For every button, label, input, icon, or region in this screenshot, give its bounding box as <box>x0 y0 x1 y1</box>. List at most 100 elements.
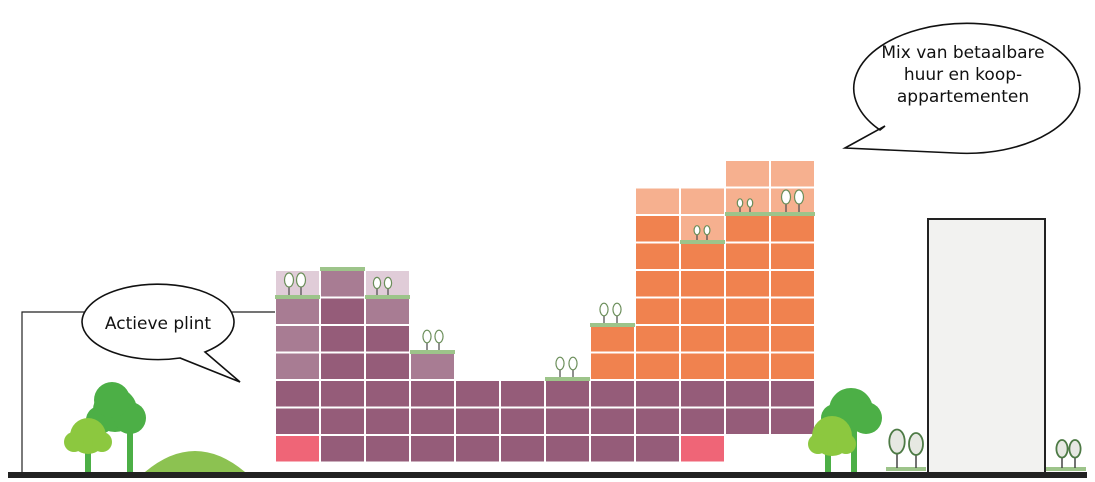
tree-crown <box>422 329 432 344</box>
tree-trunk <box>127 420 133 472</box>
unit-block-plinth-dark <box>454 379 501 409</box>
tree-trunk <box>85 440 91 472</box>
unit-block-plinth-dark <box>724 406 771 436</box>
unit-block-plinth-dark <box>769 406 816 436</box>
unit-block-plinth-dark <box>274 406 321 436</box>
tree-crown <box>908 432 924 456</box>
small-tree-icon <box>295 272 307 295</box>
unit-block-orange <box>769 214 816 244</box>
unit-block-orange <box>679 241 726 271</box>
small-tree-icon <box>746 198 754 212</box>
small-tree-icon <box>1068 439 1082 468</box>
small-tree-icon <box>612 302 622 323</box>
unit-block-plinth-dark <box>319 351 366 381</box>
unit-block-plinth-dark <box>679 406 726 436</box>
unit-block-plinth-dark <box>544 434 591 464</box>
small-tree-icon <box>908 432 924 468</box>
unit-block-orange <box>634 214 681 244</box>
unit-block-active-pink <box>679 434 726 464</box>
unit-block-orange <box>724 269 771 299</box>
unit-block-orange <box>679 324 726 354</box>
unit-block-plinth-dark <box>454 434 501 464</box>
unit-block-plinth-dark <box>319 434 366 464</box>
unit-block-light-orange <box>769 159 816 189</box>
grass-hill-icon <box>145 451 245 472</box>
green-roof <box>320 267 365 271</box>
unit-block-orange <box>724 296 771 326</box>
tree-crown <box>283 272 295 288</box>
unit-block-orange <box>634 296 681 326</box>
unit-block-plinth-dark <box>319 324 366 354</box>
tree-crown <box>703 225 711 236</box>
unit-block-active-pink <box>274 434 321 464</box>
small-tree-icon <box>793 189 805 212</box>
unit-block-orange <box>769 296 816 326</box>
small-tree-icon <box>780 189 792 212</box>
green-roof <box>725 212 815 216</box>
tree-crown <box>746 198 754 208</box>
small-tree-icon <box>372 276 382 295</box>
unit-block-plinth-dark <box>544 379 591 409</box>
tree-crown <box>888 428 906 455</box>
unit-block-orange <box>589 324 636 354</box>
unit-block-plinth-dark <box>724 379 771 409</box>
unit-block-orange <box>679 269 726 299</box>
unit-block-tower-light-purple <box>409 351 456 381</box>
tree-crown <box>780 189 792 205</box>
unit-block-light-orange <box>724 159 771 189</box>
unit-block-plinth-dark <box>409 406 456 436</box>
small-tree-icon <box>383 276 393 295</box>
tree-crown <box>808 434 828 454</box>
tree-crown <box>836 434 856 454</box>
green-strip <box>1046 467 1086 471</box>
small-tree-icon <box>422 329 432 350</box>
unit-block-light-orange <box>634 186 681 216</box>
unit-block-orange <box>769 351 816 381</box>
green-roof <box>410 350 455 354</box>
unit-block-plinth-dark <box>634 406 681 436</box>
unit-block-tower-light-purple <box>274 351 321 381</box>
tree-crown <box>736 198 744 208</box>
unit-block-plinth-dark <box>409 379 456 409</box>
neighbour-building <box>927 218 1046 475</box>
unit-block-plinth-dark <box>364 379 411 409</box>
tree-icon <box>64 418 112 472</box>
unit-block-orange <box>679 296 726 326</box>
small-tree-icon <box>599 302 609 323</box>
unit-block-orange <box>634 269 681 299</box>
unit-block-plinth-dark <box>589 434 636 464</box>
unit-block-plinth-dark <box>499 406 546 436</box>
unit-block-plinth-dark <box>634 379 681 409</box>
tree-crown <box>793 189 805 205</box>
tree-crown <box>693 225 701 236</box>
unit-block-plinth-dark <box>319 406 366 436</box>
tree-crown <box>599 302 609 317</box>
unit-block-plinth-dark <box>499 379 546 409</box>
unit-block-orange <box>634 241 681 271</box>
green-roof <box>365 295 410 299</box>
tree-crown <box>295 272 307 288</box>
small-tree-icon <box>283 272 295 295</box>
tree-crown <box>555 356 565 371</box>
small-tree-icon <box>888 428 906 468</box>
tree-icon <box>86 382 146 472</box>
green-roof <box>680 240 725 244</box>
unit-block-plinth-dark <box>364 434 411 464</box>
unit-block-orange <box>769 324 816 354</box>
tree-crown <box>94 382 130 418</box>
unit-block-tower-light-purple <box>319 269 366 299</box>
unit-block-orange <box>724 214 771 244</box>
green-roof <box>275 295 320 299</box>
unit-block-plinth-dark <box>364 406 411 436</box>
tree-trunk <box>825 445 831 472</box>
green-roof <box>590 323 635 327</box>
unit-block-orange <box>724 351 771 381</box>
callout-right-text: Mix van betaalbare huur en koop- apparte… <box>881 43 1045 107</box>
small-tree-icon <box>568 356 578 377</box>
tree-icon <box>808 416 856 472</box>
callout-right-bubble <box>842 22 1081 155</box>
unit-block-plinth-dark <box>679 379 726 409</box>
unit-block-orange <box>634 351 681 381</box>
unit-block-orange <box>679 351 726 381</box>
